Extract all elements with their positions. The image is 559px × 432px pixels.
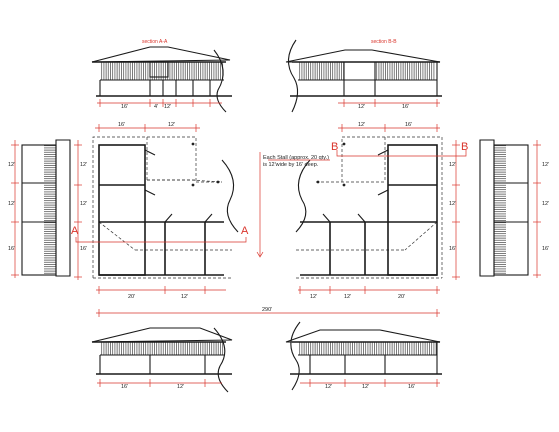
svg-text:12': 12' [168, 122, 175, 128]
section-cut-b [336, 150, 467, 157]
section-marker-a-left: A [71, 225, 79, 237]
stall-block-outline [98, 144, 146, 276]
svg-text:16': 16' [542, 246, 549, 252]
louver-band [100, 62, 224, 80]
louver-band [375, 62, 435, 80]
svg-text:12': 12' [8, 162, 15, 168]
roof-outline [91, 327, 233, 343]
roof-profile [479, 139, 495, 277]
column-dot [342, 142, 346, 146]
dim-label-16: 16' [121, 104, 128, 110]
floor-plan-right: 12' 16' 12' 12' 16' B B [295, 122, 468, 300]
column-dot [191, 142, 195, 146]
svg-text:12': 12' [325, 384, 332, 390]
elevation-bottom-left: 16' 12' [91, 327, 233, 393]
dim-label-12: 12' [164, 104, 171, 110]
louver-band [298, 62, 344, 80]
svg-text:16': 16' [121, 384, 128, 390]
dim-label-16: 16' [402, 104, 409, 110]
svg-text:12': 12' [344, 294, 351, 300]
svg-text:16': 16' [449, 246, 456, 252]
svg-text:16': 16' [408, 384, 415, 390]
louver-band [44, 145, 56, 275]
roof-overhang-outline [92, 136, 197, 278]
section-b-b-title: section B-B [371, 39, 397, 45]
svg-text:12': 12' [362, 384, 369, 390]
svg-text:20': 20' [128, 294, 135, 300]
door-swing [322, 149, 389, 223]
svg-text:12': 12' [449, 162, 456, 168]
svg-text:16': 16' [8, 246, 15, 252]
column-dot [342, 183, 346, 187]
louver-band [298, 342, 437, 355]
side-elevation-left: 12' 12' 16' [8, 139, 71, 278]
svg-text:12': 12' [542, 162, 549, 168]
svg-text:12': 12' [177, 384, 184, 390]
svg-text:12': 12' [80, 201, 87, 207]
side-elevation-right: 12' 12' 16' [479, 139, 549, 278]
overall-dimension: 290' [96, 307, 440, 317]
break-line [290, 321, 301, 391]
svg-text:12': 12' [181, 294, 188, 300]
total-length-label: 290' [262, 307, 272, 313]
roof-profile [55, 139, 71, 277]
louver-band [100, 342, 224, 355]
elevation-section-a-a: section A-A 16' 4' 12' [91, 39, 232, 113]
stall-note: Each Stall (approx. 20 qty.) is 12'wide … [256, 152, 330, 258]
gable-block [149, 61, 169, 78]
svg-text:12': 12' [449, 201, 456, 207]
svg-text:16': 16' [80, 246, 87, 252]
stall-block-outline [387, 144, 438, 276]
svg-text:12': 12' [80, 162, 87, 168]
svg-text:12': 12' [8, 201, 15, 207]
dim-label-12: 12' [358, 104, 365, 110]
louver-band [494, 145, 506, 275]
section-a-a-title: section A-A [142, 39, 168, 45]
note-line-2: is 12'wide by 16' deep. [263, 162, 319, 168]
roof-outline [285, 49, 441, 63]
section-marker-b-left: B [331, 141, 338, 153]
column-dot [191, 183, 195, 187]
break-line [295, 159, 311, 233]
floor-plan-left: 16' 12' 12' 12' 16' [71, 122, 249, 300]
roof-outline [285, 329, 441, 343]
break-line [213, 327, 229, 393]
svg-text:12': 12' [358, 122, 365, 128]
svg-text:12': 12' [310, 294, 317, 300]
section-marker-a-right: A [241, 225, 249, 237]
note-line-1: Each Stall (approx. 20 qty.) [263, 155, 329, 161]
dim-label-4: 4' [154, 104, 158, 110]
column-dot [316, 180, 320, 184]
break-line [287, 39, 299, 113]
section-cut-a [75, 237, 247, 243]
section-marker-b-right: B [461, 141, 468, 153]
elevation-section-b-b: section B-B 12' 16' [285, 39, 442, 113]
svg-text:16': 16' [405, 122, 412, 128]
elevation-bottom-right: 12' 12' 16' [285, 321, 442, 391]
door-swing [144, 149, 213, 223]
svg-text:16': 16' [118, 122, 125, 128]
svg-text:12': 12' [542, 201, 549, 207]
column-dot [216, 180, 220, 184]
break-line [221, 159, 239, 233]
roof-overhang-outline [341, 136, 443, 278]
roof-outline [91, 46, 231, 63]
svg-text:20': 20' [398, 294, 405, 300]
break-line [213, 49, 227, 113]
